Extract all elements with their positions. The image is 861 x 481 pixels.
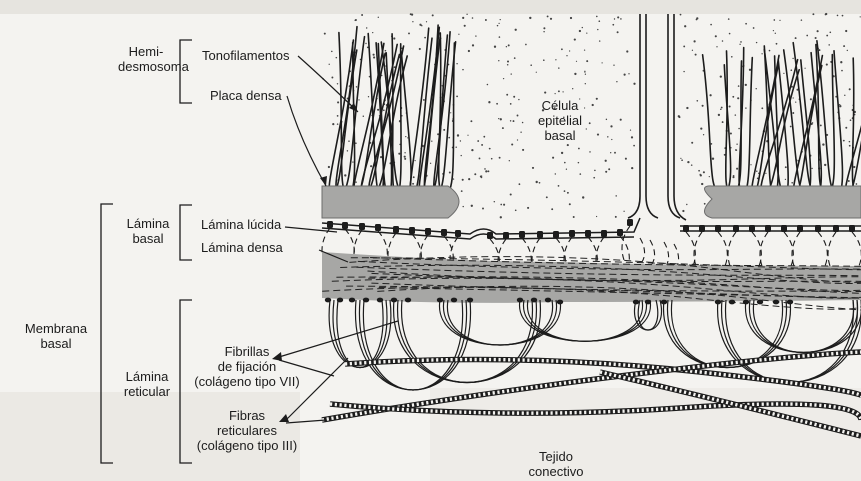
dense-plaque-left [322, 186, 459, 218]
label-membrana-basal: Membrana basal [16, 321, 96, 351]
label-placa-densa: Placa densa [210, 88, 282, 103]
label-fibras-reticulares: Fibras reticulares (colágeno tipo III) [182, 408, 312, 453]
label-hemidesmosoma: Hemi- desmosoma [118, 44, 174, 74]
label-celula-epitelial-basal: Célula epitelial basal [520, 98, 600, 143]
label-lamina-lucida: Lámina lúcida [201, 217, 281, 232]
label-fibrillas-de-fijacion: Fibrillas de fijación (colágeno tipo VII… [182, 344, 312, 389]
label-lamina-reticular: Lámina reticular [115, 369, 179, 399]
label-lamina-basal: Lámina basal [118, 216, 178, 246]
label-tonofilamentos: Tonofilamentos [202, 48, 289, 63]
dense-plaque-right [705, 186, 861, 218]
label-lamina-densa: Lámina densa [201, 240, 283, 255]
label-tejido-conectivo: Tejido conectivo [516, 449, 596, 479]
